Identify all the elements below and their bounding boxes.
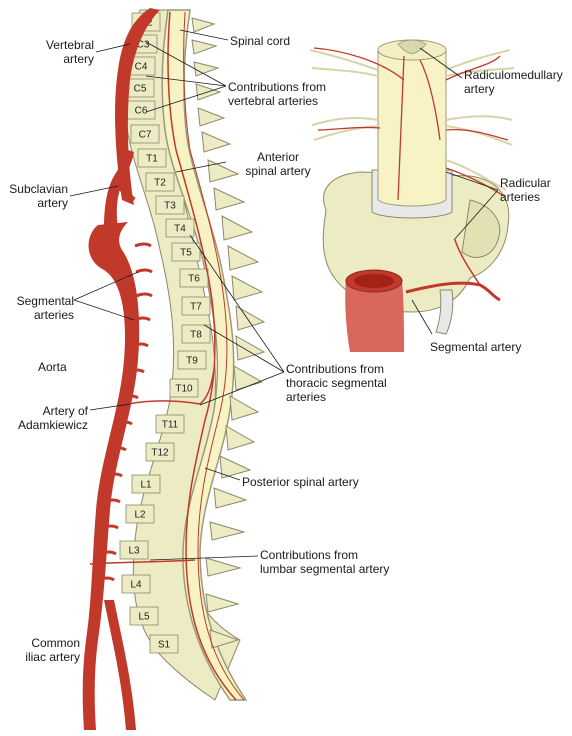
vertebra-c7 (130, 124, 160, 144)
label-line: Contributions from (286, 362, 385, 376)
vertebra-label-s1: S1 (158, 640, 171, 651)
vertebra-l3 (119, 540, 149, 560)
label-line: arteries (33, 308, 74, 322)
vertebra-t10 (169, 378, 199, 398)
radicular-arteries (313, 47, 509, 201)
vertebra-label-t3: T3 (164, 201, 176, 212)
spinal-cord-section (377, 49, 447, 207)
vertebra-l2 (125, 504, 155, 524)
label-line: Contributions from (228, 80, 327, 94)
vertebra-label-c3: C3 (137, 40, 150, 51)
vertebra-label-c5: C5 (134, 84, 147, 95)
label-line: arteries (286, 390, 327, 404)
posterior-spinal-artery-label: Posterior spinal artery (242, 475, 359, 489)
label-line: Contributions from (260, 548, 359, 562)
vertebra-label-l2: L2 (134, 510, 146, 521)
subclavian-artery-label: Subclavian artery (2, 182, 68, 210)
vertebra-label-t8: T8 (190, 330, 202, 341)
vertebra-t2 (145, 172, 175, 192)
label-line: artery (37, 196, 68, 210)
anterior-spinal-artery-line (167, 11, 237, 701)
spinal-cord-label: Spinal cord (230, 34, 291, 48)
label-line: Artery of (42, 404, 88, 418)
vertebra-label-t9: T9 (186, 356, 198, 367)
vertebra-label-l3: L3 (128, 546, 140, 557)
vertebra-l5 (129, 606, 159, 626)
label-line: artery (464, 82, 495, 96)
common-iliac-artery-label: Common iliac artery (2, 636, 80, 664)
vertebra-label-l4: L4 (130, 580, 142, 591)
label-line: lumbar segmental artery (260, 562, 390, 576)
vertebra-t4 (165, 218, 195, 238)
label-line: Anterior (256, 150, 300, 164)
segmental-artery-branches (97, 242, 153, 582)
spinal-cord (161, 9, 248, 701)
vertebra-label-t11: T11 (162, 420, 179, 431)
segmental-arteries-label: Segmental arteries (4, 294, 74, 322)
aorta-label: Aorta (38, 360, 67, 374)
vertebra-t1 (137, 148, 167, 168)
vertebra-label-t1: T1 (146, 154, 158, 165)
label-line: Radiculomedullary (464, 68, 563, 82)
vertebra-label-t5: T5 (180, 248, 192, 259)
contrib-lumbar-label: Contributions from lumbar segmental arte… (260, 548, 389, 576)
vertebra-label-c4: C4 (135, 62, 148, 73)
adamkiewicz-label: Artery of Adamkiewicz (4, 404, 88, 432)
posterior-spinal-artery-line (183, 11, 245, 701)
vertebra-t7 (181, 296, 211, 316)
vertebra-label-c7: C7 (139, 130, 152, 141)
contrib-vertebral-label: Contributions from vertebral arteries (228, 80, 326, 108)
label-line: Adamkiewicz (17, 418, 88, 432)
vertebra-label-t10: T10 (175, 384, 193, 395)
label-line: Common (31, 636, 80, 650)
vertebra-label-c6: C6 (135, 106, 148, 117)
vertebra-label-l5: L5 (138, 612, 150, 623)
radicular-arteries-label: Radicular arteries (500, 176, 551, 204)
label-line: spinal artery (245, 164, 311, 178)
nerve-roots (309, 49, 515, 191)
contrib-thoracic-label: Contributions from thoracic segmental ar… (286, 362, 387, 404)
label-line: artery (63, 52, 94, 66)
label-line: Radicular (500, 176, 551, 190)
lumbar-segmental-contribution (89, 559, 196, 565)
anterior-spinal-artery-label: Anterior spinal artery (228, 150, 328, 178)
label-line: thoracic segmental (286, 376, 387, 390)
vertebra-label-t4: T4 (174, 224, 186, 235)
vertebra-t8 (181, 324, 211, 344)
artery-of-adamkiewicz (127, 369, 215, 405)
label-line: Subclavian (9, 182, 68, 196)
label-line: Vertebral (45, 38, 94, 52)
vertebra-s1 (149, 634, 179, 654)
vertebra-label-t6: T6 (188, 274, 200, 285)
aorta (82, 222, 140, 730)
vertebra-l4 (121, 574, 151, 594)
vertebra-label-t12: T12 (151, 448, 169, 459)
label-line: vertebral arteries (228, 94, 319, 108)
label-line: arteries (500, 190, 541, 204)
label-line: Segmental (16, 294, 74, 308)
spinous-processes (191, 17, 266, 649)
vertebra-label-t7: T7 (190, 302, 202, 313)
radiculomedullary-artery-label: Radiculomedullary artery (464, 68, 563, 96)
vertebra-t11 (155, 414, 185, 434)
vertebra-l1 (131, 474, 161, 494)
vertebra-label-l1: L1 (140, 480, 152, 491)
segmental-artery-label: Segmental artery (430, 340, 522, 354)
vertebra-label-t2: T2 (154, 178, 166, 189)
vertebral-artery-label: Vertebral artery (28, 38, 94, 66)
leader-lines (69, 29, 499, 561)
vertebra-t12 (145, 442, 175, 462)
iliac-branch (104, 600, 136, 730)
aorta-section (345, 280, 404, 352)
vertebra-t9 (177, 350, 207, 370)
label-line: iliac artery (25, 650, 80, 664)
vertebra-t3 (155, 195, 185, 215)
vertebra-t5 (171, 242, 201, 262)
